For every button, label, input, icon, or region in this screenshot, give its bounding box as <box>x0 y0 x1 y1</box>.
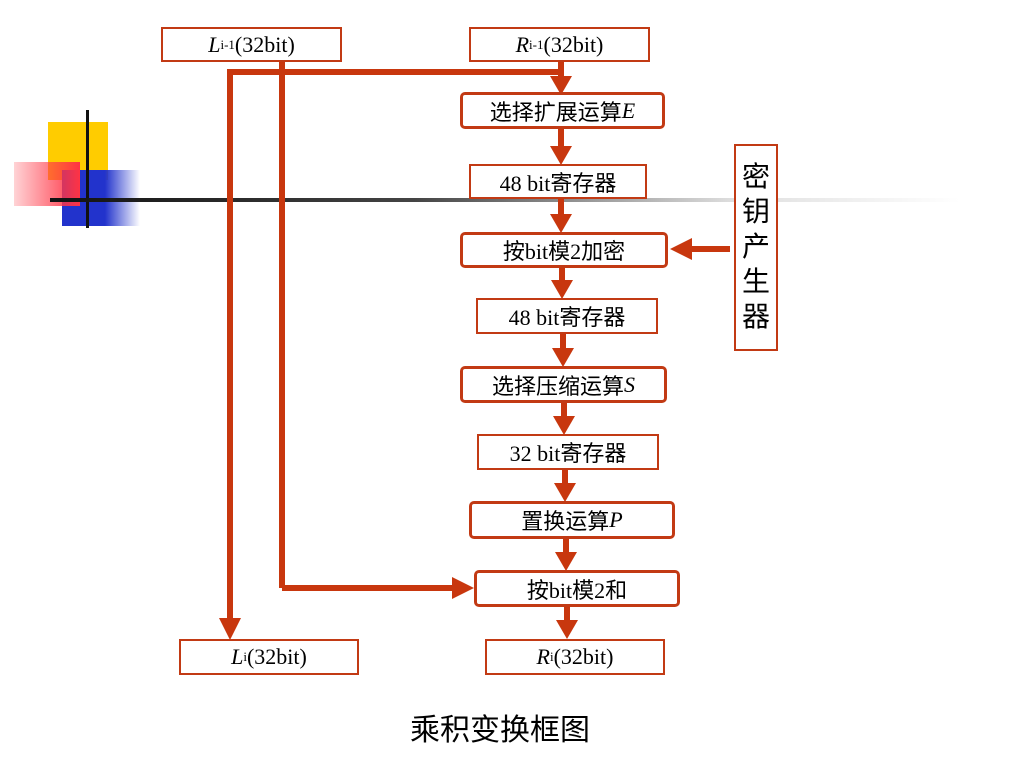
key-generator-char: 密 <box>741 162 770 193</box>
arrowhead-xor-r <box>556 620 578 639</box>
right-input-label: (32bit) <box>543 31 604 57</box>
right-input-sub: i-1 <box>529 36 544 52</box>
stage-label: 48 bit寄存器 <box>499 170 617 196</box>
key-generator-char: 器 <box>741 302 770 333</box>
left-input-var: L <box>208 31 221 57</box>
arrowhead-s-32 <box>553 416 575 435</box>
arrowhead-left-down <box>219 618 241 640</box>
stage-label: 选择压缩运算 <box>491 373 624 399</box>
arrowhead-left-to-xor <box>452 577 474 599</box>
left-input-sub: i-1 <box>220 36 235 52</box>
right-output-sub: i <box>549 649 554 664</box>
right-output-var: R <box>536 644 550 669</box>
stage-var: S <box>624 371 635 397</box>
stage-permutation-p: 置换运算 P <box>469 501 675 539</box>
stage-label: 按bit模2加密 <box>502 239 626 264</box>
slide-ornament <box>0 110 960 230</box>
arrowhead-48-xor <box>550 214 572 233</box>
arrowhead-p-xor <box>555 552 577 571</box>
stage-register-32: 32 bit寄存器 <box>477 434 659 470</box>
key-generator-char: 生 <box>741 267 770 298</box>
stage-label: 置换运算 <box>521 509 610 534</box>
key-generator-box: 密 钥 产 生 器 <box>734 144 778 351</box>
stage-var: E <box>621 97 636 123</box>
diagram-caption: 乘积变换框图 <box>410 714 590 747</box>
left-output-var: L <box>231 644 244 669</box>
stage-label: 按bit模2和 <box>526 577 628 603</box>
stage-expansion-e: 选择扩展运算 E <box>460 92 665 129</box>
stage-var: P <box>609 507 623 532</box>
arrowhead-e-48 <box>550 146 572 165</box>
stage-label: 48 bit寄存器 <box>508 305 626 330</box>
arrowhead-48-s <box>552 348 574 367</box>
key-generator-char: 产 <box>741 232 770 263</box>
left-output-label: (32bit) <box>246 644 307 669</box>
stage-label: 32 bit寄存器 <box>509 441 627 466</box>
stage-label: 选择扩展运算 <box>489 99 622 125</box>
stage-compression-s: 选择压缩运算 S <box>460 366 667 403</box>
stage-register-48-a: 48 bit寄存器 <box>469 164 647 199</box>
left-output-sub: i <box>243 649 247 664</box>
arrowhead-r-in <box>550 76 572 95</box>
arrowhead-key <box>670 238 692 260</box>
right-input-var: R <box>515 31 530 57</box>
stage-xor-sum: 按bit模2和 <box>474 570 680 607</box>
stage-xor-key: 按bit模2加密 <box>460 232 668 268</box>
right-output-label: (32bit) <box>553 644 614 669</box>
arrowhead-32-p <box>554 483 576 502</box>
arrowhead-xor-48 <box>551 280 573 299</box>
left-input-label: (32bit) <box>234 31 295 57</box>
stage-register-48-b: 48 bit寄存器 <box>476 298 658 334</box>
key-generator-char: 钥 <box>741 197 770 228</box>
